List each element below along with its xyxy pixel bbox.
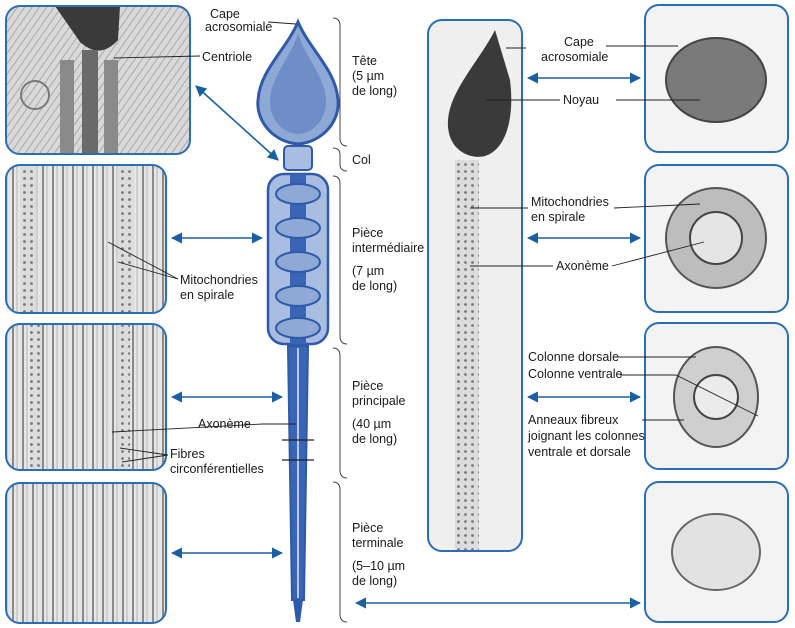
label-right-mitochondria-1: Mitochondries <box>531 195 609 209</box>
label-right-acrosome-cap-2: acrosomiale <box>541 50 608 64</box>
label-end-piece-4: de long) <box>352 574 397 588</box>
cross-section-end-piece <box>645 482 788 622</box>
label-mitochondria-2: en spirale <box>180 288 234 302</box>
micrograph-principal-longitudinal <box>6 324 166 470</box>
connector-arrows <box>172 78 640 603</box>
micrograph-head-longitudinal <box>6 6 190 154</box>
label-principal-piece-2: principale <box>352 394 406 408</box>
label-fibrous-rings-1: Anneaux fibreux <box>528 413 619 427</box>
cross-section-middle-piece <box>645 165 788 312</box>
label-head-3: de long) <box>352 84 397 98</box>
label-principal-piece-4: de long) <box>352 432 397 446</box>
label-nucleus: Noyau <box>563 93 599 107</box>
cross-section-head <box>645 5 788 152</box>
label-middle-piece-4: de long) <box>352 279 397 293</box>
label-right-axoneme: Axonème <box>556 259 609 273</box>
label-middle-piece-2: intermédiaire <box>352 241 424 255</box>
label-axoneme-left: Axonème <box>198 417 251 431</box>
label-centriole: Centriole <box>202 50 252 64</box>
label-fibrous-rings-3: ventrale et dorsale <box>528 445 631 459</box>
label-neck: Col <box>352 153 371 167</box>
label-head-1: Tête <box>352 54 377 68</box>
label-mitochondria-1: Mitochondries <box>180 273 258 287</box>
label-right-acrosome-cap-1: Cape <box>564 35 594 49</box>
label-principal-piece-1: Pièce <box>352 379 383 393</box>
sperm-illustration <box>258 22 338 622</box>
label-fibres-2: circonférentielles <box>170 462 264 476</box>
label-head-2: (5 µm <box>352 69 384 83</box>
label-acrosome-cap-1: Cape <box>210 7 240 21</box>
label-fibres-1: Fibres <box>170 447 205 461</box>
sperm-neck <box>284 146 312 170</box>
label-end-piece-2: terminale <box>352 536 403 550</box>
label-middle-piece-3: (7 µm <box>352 264 384 278</box>
label-end-piece-1: Pièce <box>352 521 383 535</box>
micrograph-end-longitudinal <box>6 483 166 623</box>
label-principal-piece-3: (40 µm <box>352 417 391 431</box>
micrograph-middle-longitudinal <box>6 165 166 313</box>
label-end-piece-3: (5–10 µm <box>352 559 405 573</box>
label-acrosome-cap-2: acrosomiale <box>205 20 272 34</box>
sperm-nucleus <box>270 34 326 134</box>
sperm-end-piece <box>293 600 303 622</box>
label-right-mitochondria-2: en spirale <box>531 210 585 224</box>
label-fibrous-rings-2: joignant les colonnes <box>527 429 645 443</box>
label-dorsal-column: Colonne dorsale <box>528 350 619 364</box>
cross-section-principal-piece <box>645 323 788 469</box>
label-ventral-column: Colonne ventrale <box>528 367 623 381</box>
label-middle-piece-1: Pièce <box>352 226 383 240</box>
